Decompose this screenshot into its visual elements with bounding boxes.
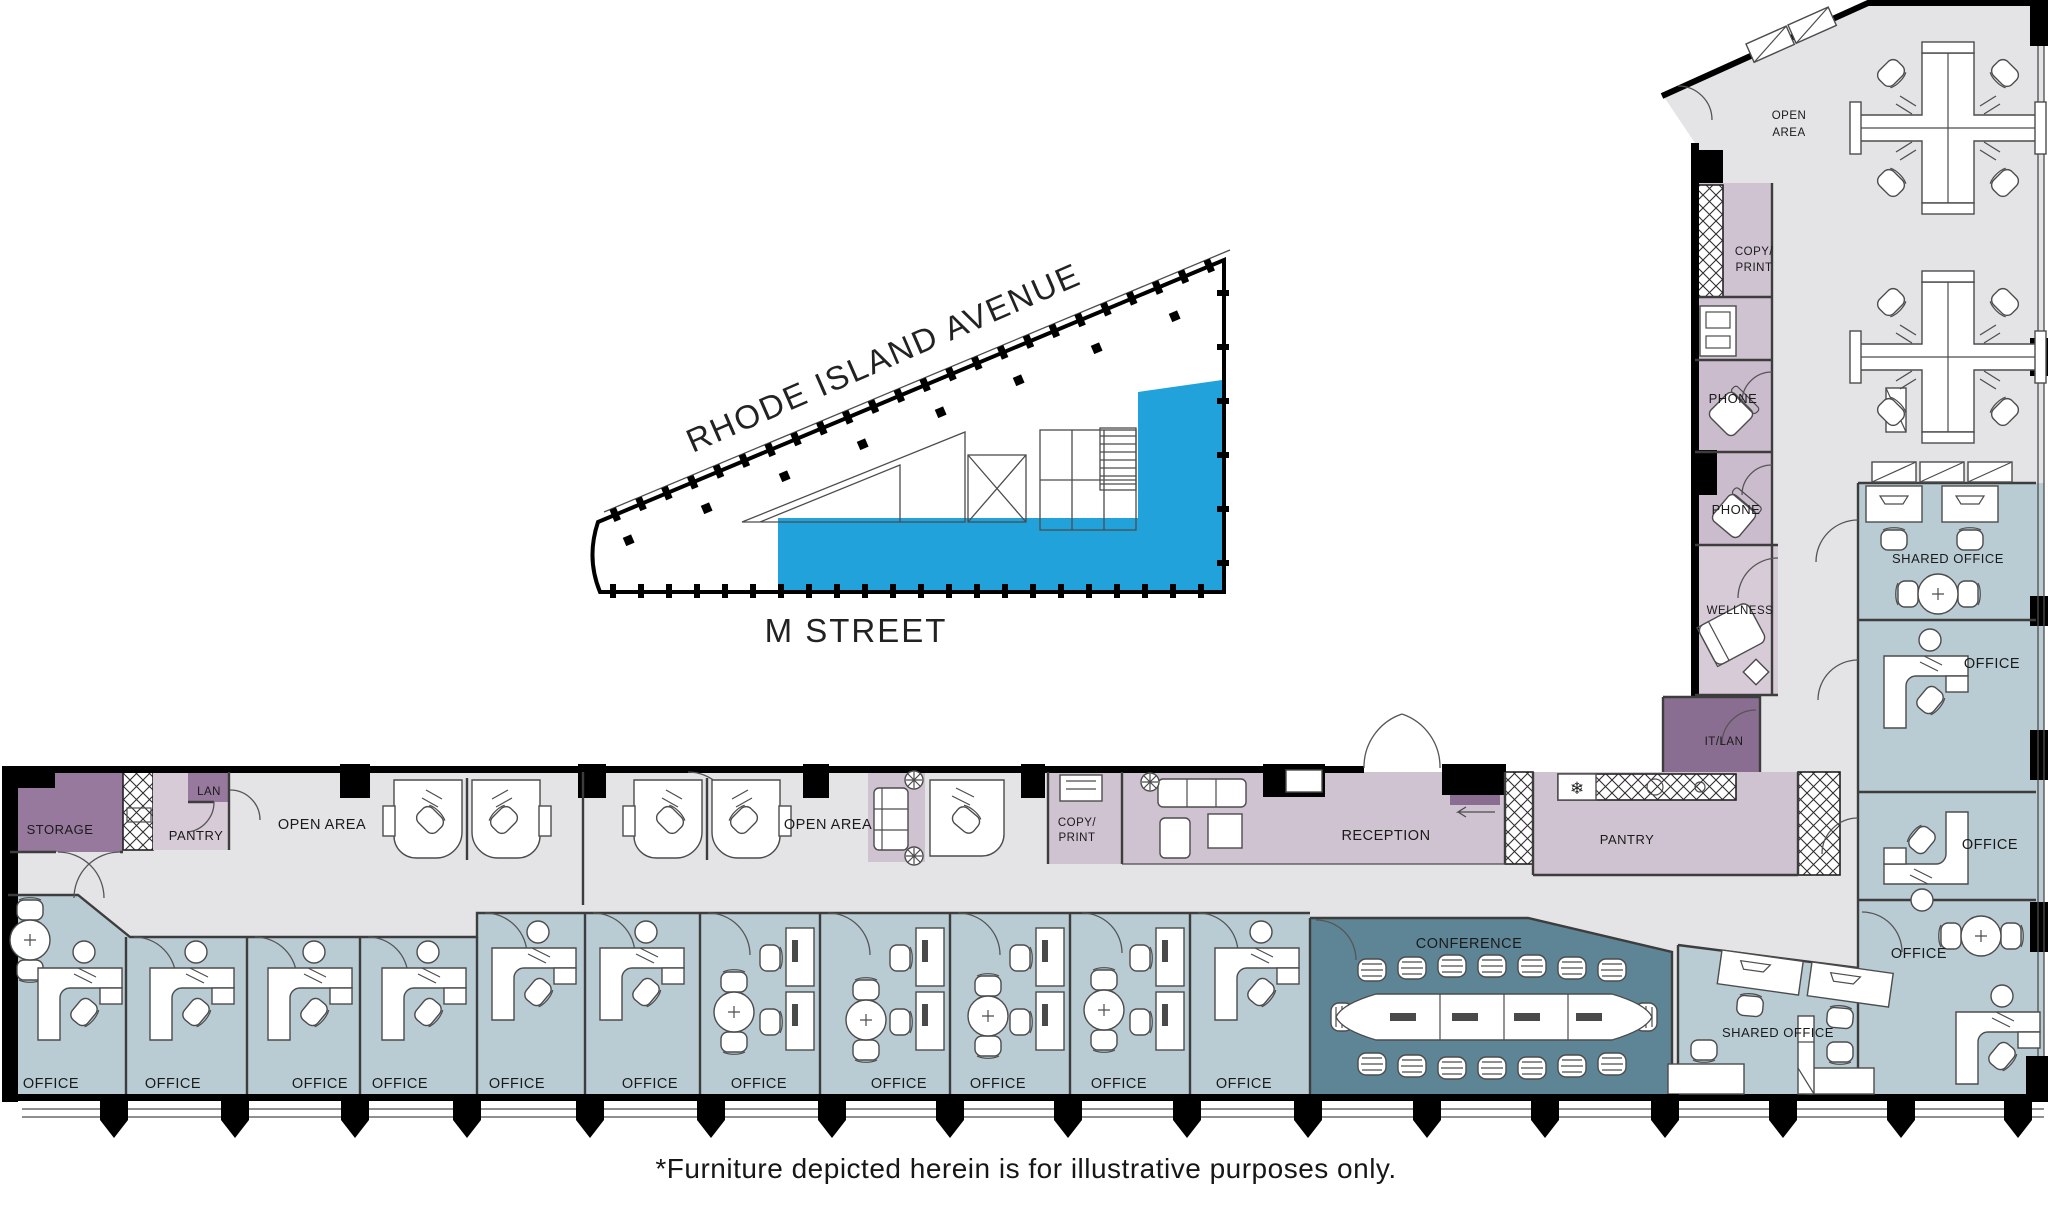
room-labels: STORAGE LAN PANTRY OPEN AREA OPEN AREA C…: [23, 110, 2020, 1092]
conference-table: [1330, 954, 1658, 1080]
lounge-furniture: [873, 770, 924, 866]
furniture: ❄: [10, 6, 2046, 1095]
service-shaft-east: [1797, 771, 1841, 876]
label-open-area-north-2: AREA: [1772, 127, 1805, 139]
street-label-m-street: M STREET: [765, 612, 948, 649]
label-reception: RECEPTION: [1341, 828, 1430, 844]
open-area-workstations: [383, 778, 551, 860]
room-lan: [188, 772, 230, 802]
label-storage: STORAGE: [27, 822, 94, 837]
label-pantry-east: PANTRY: [1600, 832, 1655, 847]
label-conference: CONFERENCE: [1416, 936, 1523, 952]
label-phone-1: PHONE: [1709, 391, 1758, 406]
label-it-lan: IT/LAN: [1705, 736, 1744, 748]
label-office-6: OFFICE: [622, 1076, 678, 1092]
copier: [1059, 774, 1103, 802]
wing-west-furniture: [1696, 305, 1770, 686]
reception-furniture: [1140, 772, 1247, 859]
label-open-area-west: OPEN AREA: [278, 817, 366, 833]
disclaimer-text: *Furniture depicted herein is for illust…: [655, 1153, 1396, 1184]
label-open-area-north-1: OPEN: [1772, 110, 1807, 122]
label-shared-office-north: SHARED OFFICE: [1892, 551, 2004, 566]
label-copy-print-north-1: COPY/: [1735, 246, 1774, 258]
label-office-3: OFFICE: [292, 1076, 348, 1092]
label-office-east-1: OFFICE: [1964, 656, 2020, 672]
label-office-7: OFFICE: [731, 1076, 787, 1092]
snowflake-icon: ❄: [1570, 779, 1584, 798]
label-copy-print-north-2: PRINT: [1736, 262, 1773, 274]
copier-shaft-north: [1696, 184, 1724, 298]
label-office-10: OFFICE: [1091, 1076, 1147, 1092]
partitions: [8, 183, 2036, 1094]
label-wellness: WELLNESS: [1707, 605, 1774, 617]
suite-plan: ❄ STORAGE LAN PANTRY OPEN AREA OPEN: [2, 0, 2048, 1138]
open-area-workstation-single: [929, 779, 1005, 857]
label-office-11: OFFICE: [1216, 1076, 1272, 1092]
pantry-counter: [126, 807, 152, 823]
label-shared-office-south: SHARED OFFICE: [1722, 1025, 1834, 1040]
label-office-1: OFFICE: [23, 1076, 79, 1092]
site-highlighted-suite: [778, 380, 1222, 590]
service-shaft-center: [1504, 771, 1534, 865]
east-column-furniture: [1865, 387, 2040, 1084]
open-area-workstations: [623, 778, 791, 860]
label-office-5: OFFICE: [489, 1076, 545, 1092]
label-office-east-2: OFFICE: [1962, 837, 2018, 853]
room-it-lan: [1663, 697, 1760, 772]
label-office-8: OFFICE: [871, 1076, 927, 1092]
label-office-9: OFFICE: [970, 1076, 1026, 1092]
label-office-east-3: OFFICE: [1891, 946, 1947, 962]
shared-office-south-furniture: [1667, 949, 1894, 1095]
label-copy-print-west-1: COPY/: [1058, 817, 1097, 829]
label-open-area-center: OPEN AREA: [784, 817, 872, 833]
street-label-rhode-island-avenue: RHODE ISLAND AVENUE: [681, 256, 1087, 460]
label-copy-print-west-2: PRINT: [1059, 832, 1096, 844]
site-key-map: RHODE ISLAND AVENUE M STREET: [590, 249, 1231, 649]
site-building-core: [622, 310, 1181, 547]
label-lan: LAN: [197, 786, 221, 798]
label-pantry-west: PANTRY: [169, 828, 224, 843]
kitchen-counter: ❄: [1557, 773, 1737, 801]
label-office-2: OFFICE: [145, 1076, 201, 1092]
label-office-4: OFFICE: [372, 1076, 428, 1092]
label-phone-2: PHONE: [1712, 502, 1761, 517]
